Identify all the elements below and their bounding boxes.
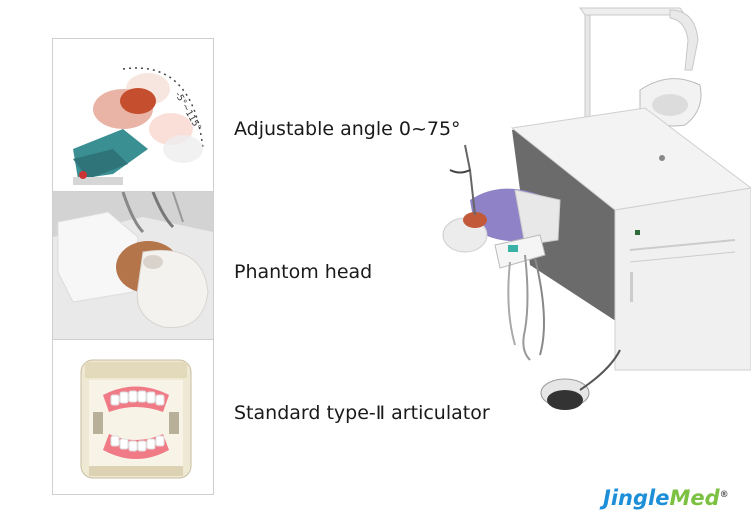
feature-image-articulator: [53, 339, 213, 495]
phantom-head-icon: [53, 192, 213, 339]
dental-simulator-image: [430, 0, 751, 440]
articulator-icon: [80, 359, 192, 479]
feature-image-panel: -5°~115°: [52, 38, 214, 495]
brand-logo-part1: Jingle: [603, 486, 670, 510]
feature-caption-articulator: Standard type-Ⅱ articulator: [234, 402, 490, 424]
feature-caption-phantom-head: Phantom head: [234, 261, 373, 283]
brand-logo-part2: Med: [669, 486, 720, 510]
brand-registered-mark: ®: [719, 490, 729, 500]
dental-simulator-unit-icon: [442, 7, 751, 410]
feature-caption-angle: Adjustable angle 0~75°: [234, 118, 461, 140]
feature-image-phantom-head: [53, 191, 213, 339]
feature-image-angle: -5°~115°: [53, 39, 213, 190]
brand-logo: JingleMed®: [603, 486, 729, 510]
phantom-head-tilt-icon: -5°~115°: [73, 67, 204, 185]
